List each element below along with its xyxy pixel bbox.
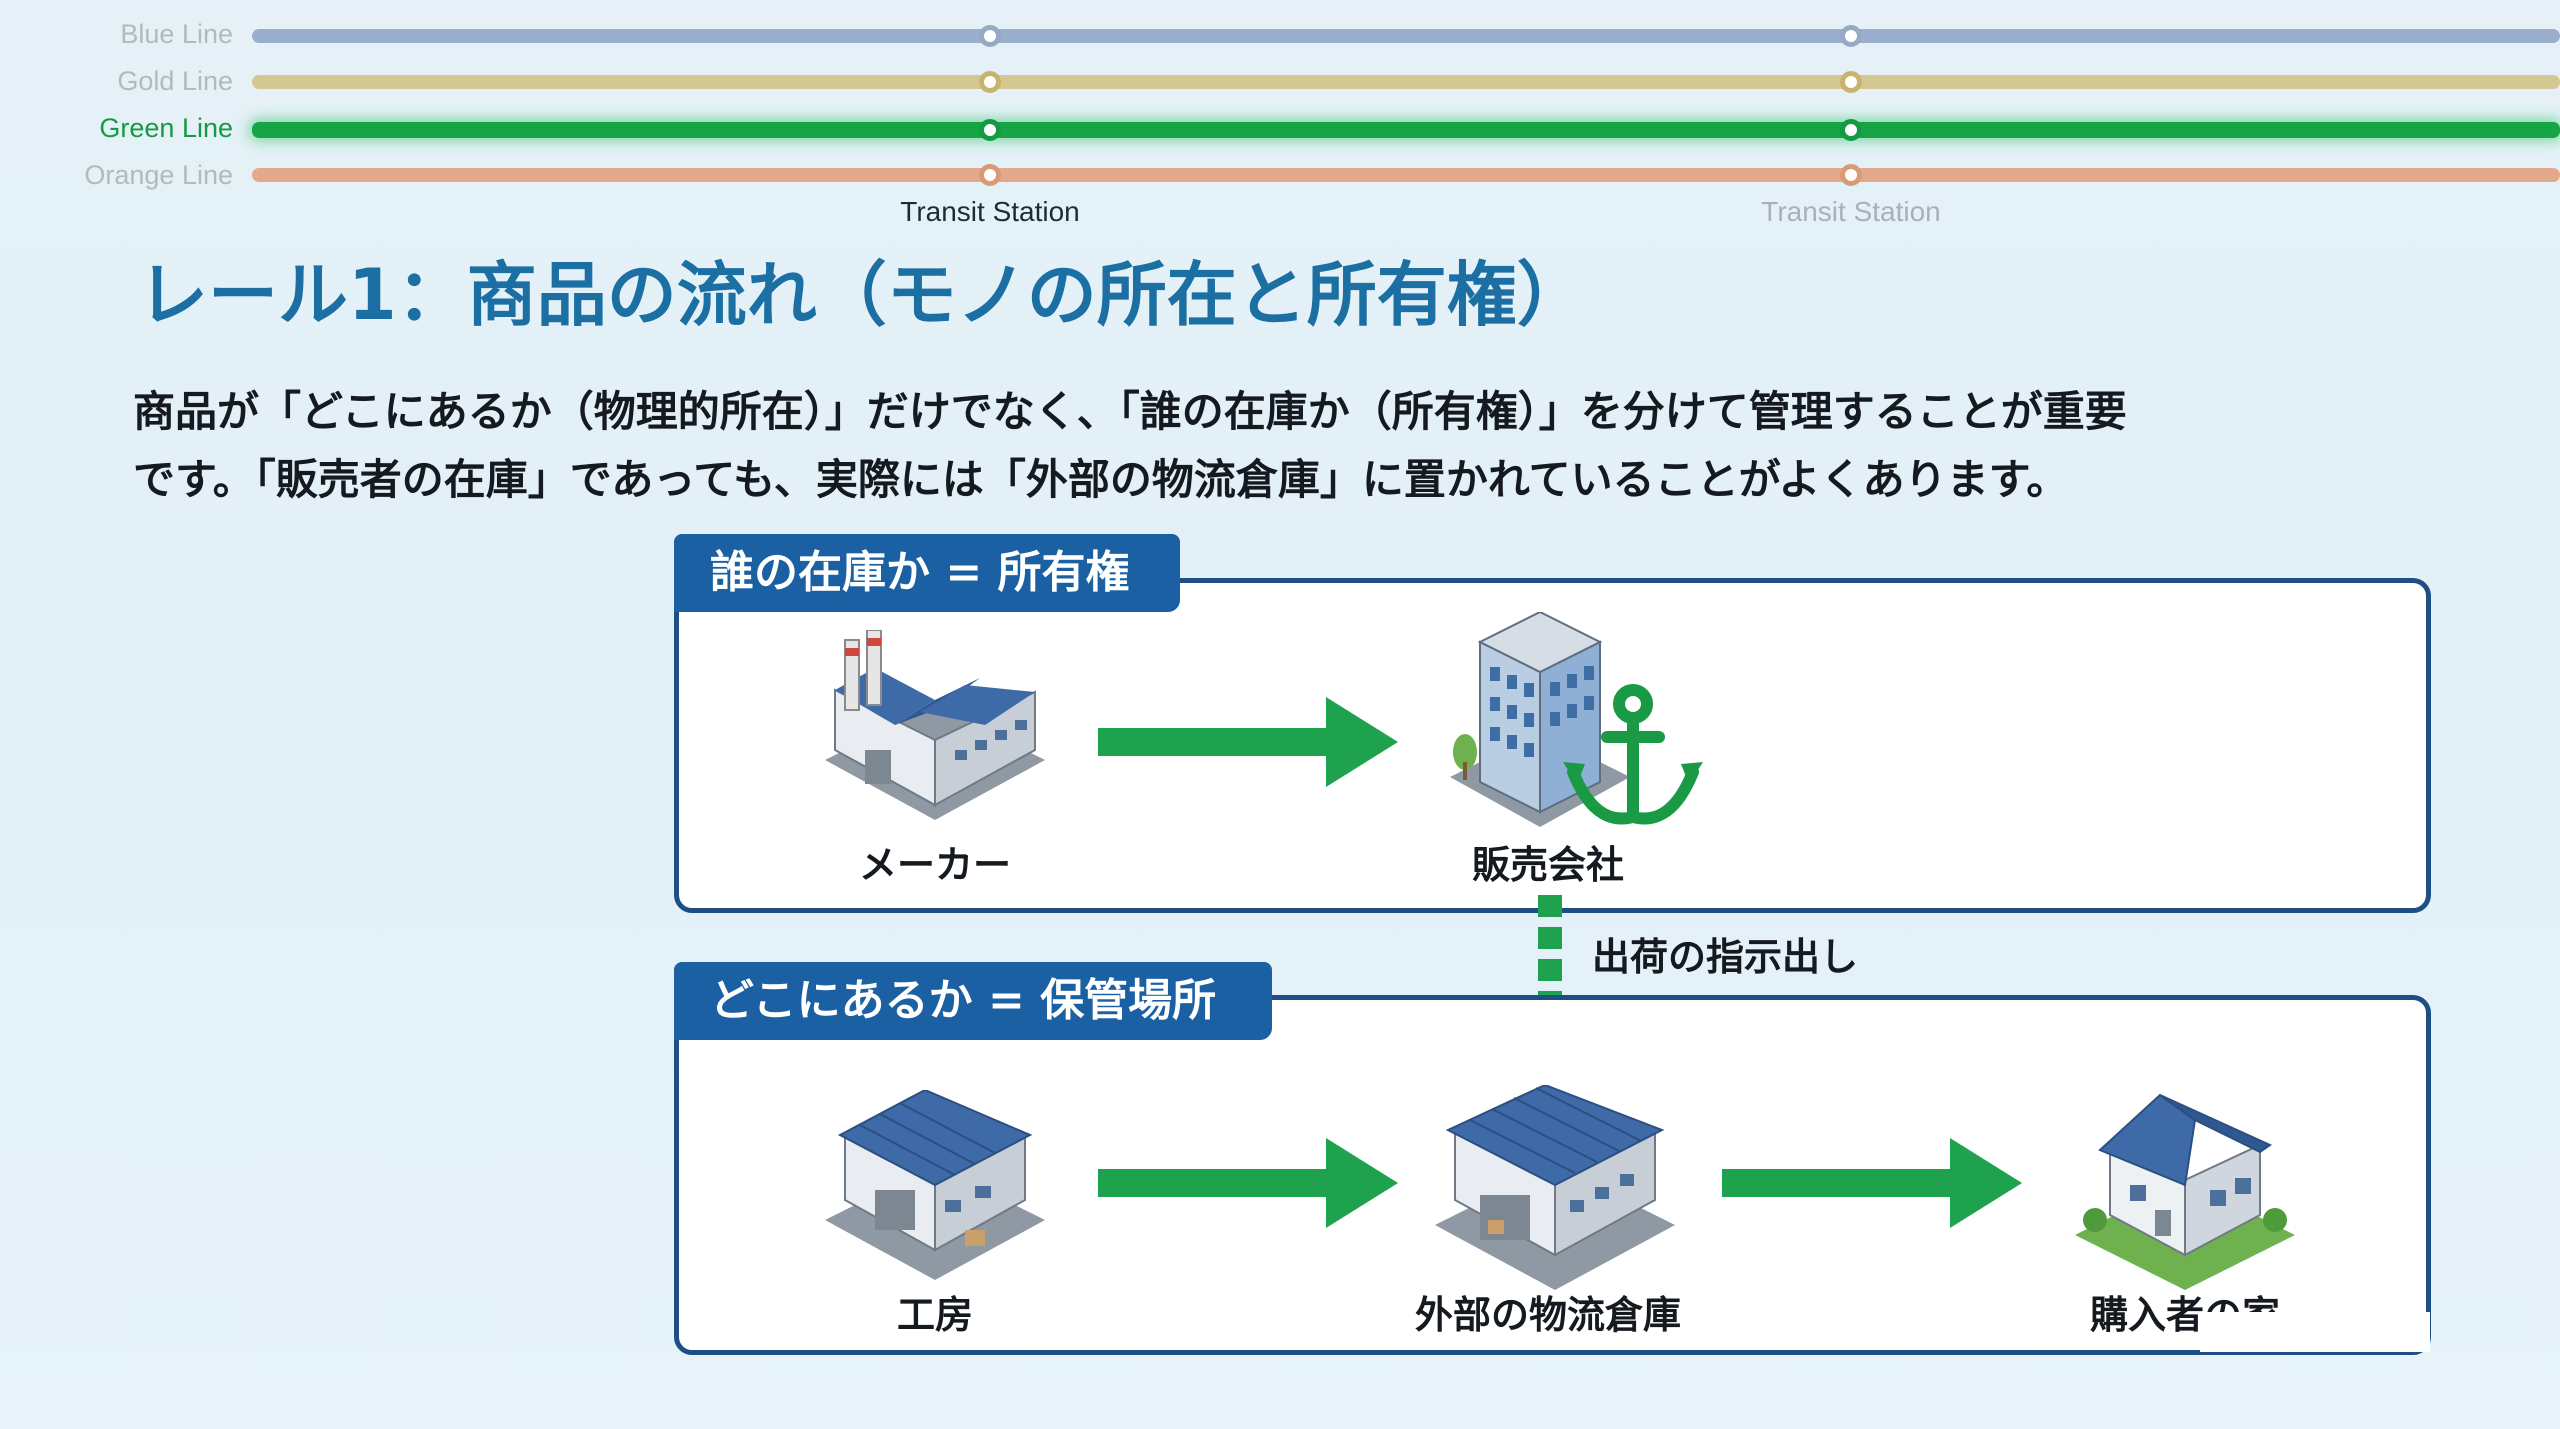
station-dot[interactable] bbox=[979, 25, 1001, 47]
rail-green bbox=[252, 122, 2560, 138]
house-icon bbox=[2075, 1093, 2295, 1290]
station-dot[interactable] bbox=[1840, 25, 1862, 47]
node-label-external-warehouse: 外部の物流倉庫 bbox=[1414, 1293, 1681, 1337]
station-dot[interactable] bbox=[1840, 119, 1862, 141]
line-label-orange: Orange Line bbox=[84, 160, 233, 190]
station-dot[interactable] bbox=[979, 164, 1001, 186]
rail-orange bbox=[252, 168, 2560, 182]
ownership-tab: 誰の在庫か = 所有権 bbox=[674, 534, 1180, 612]
page-title: レール1：商品の流れ（モノの所在と所有権） bbox=[138, 254, 1587, 336]
flow-arrow-right bbox=[1722, 1138, 2022, 1228]
node-label-sales-company: 販売会社 bbox=[1471, 843, 1624, 887]
rail-gold bbox=[252, 75, 2560, 89]
line-label-green: Green Line bbox=[99, 113, 233, 143]
office-building-anchor-icon bbox=[1450, 612, 1703, 827]
overlay-patch bbox=[2200, 1312, 2430, 1352]
station-dot[interactable] bbox=[979, 71, 1001, 93]
flow-arrow-right bbox=[1098, 1138, 1398, 1228]
warehouse-icon bbox=[1435, 1085, 1675, 1290]
station-name-next: Transit Station bbox=[1761, 196, 1941, 227]
station-dot[interactable] bbox=[1840, 71, 1862, 93]
shipping-instruction-label: 出荷の指示出し bbox=[1592, 935, 1859, 979]
station-dot[interactable] bbox=[979, 119, 1001, 141]
location-tab: どこにあるか = 保管場所 bbox=[674, 962, 1272, 1040]
description-line-2: です。「販売者の在庫」であっても、実際には「外部の物流倉庫」に置かれていることが… bbox=[133, 455, 2069, 504]
node-label-maker: メーカー bbox=[858, 843, 1011, 887]
workshop-icon bbox=[825, 1090, 1045, 1280]
factory-icon bbox=[825, 630, 1045, 820]
node-label-workshop: 工房 bbox=[896, 1293, 973, 1337]
station-dot[interactable] bbox=[1840, 164, 1862, 186]
description-paragraph: 商品が「どこにあるか（物理的所在）」だけでなく、「誰の在庫か（所有権）」を分けて… bbox=[133, 378, 2433, 514]
description-line-1: 商品が「どこにあるか（物理的所在）」だけでなく、「誰の在庫か（所有権）」を分けて… bbox=[133, 387, 2127, 436]
line-label-blue: Blue Line bbox=[120, 19, 233, 49]
line-label-gold: Gold Line bbox=[117, 66, 233, 96]
flow-arrow-right bbox=[1098, 697, 1398, 787]
station-name-current: Transit Station bbox=[900, 196, 1080, 227]
rail-blue bbox=[252, 29, 2560, 43]
